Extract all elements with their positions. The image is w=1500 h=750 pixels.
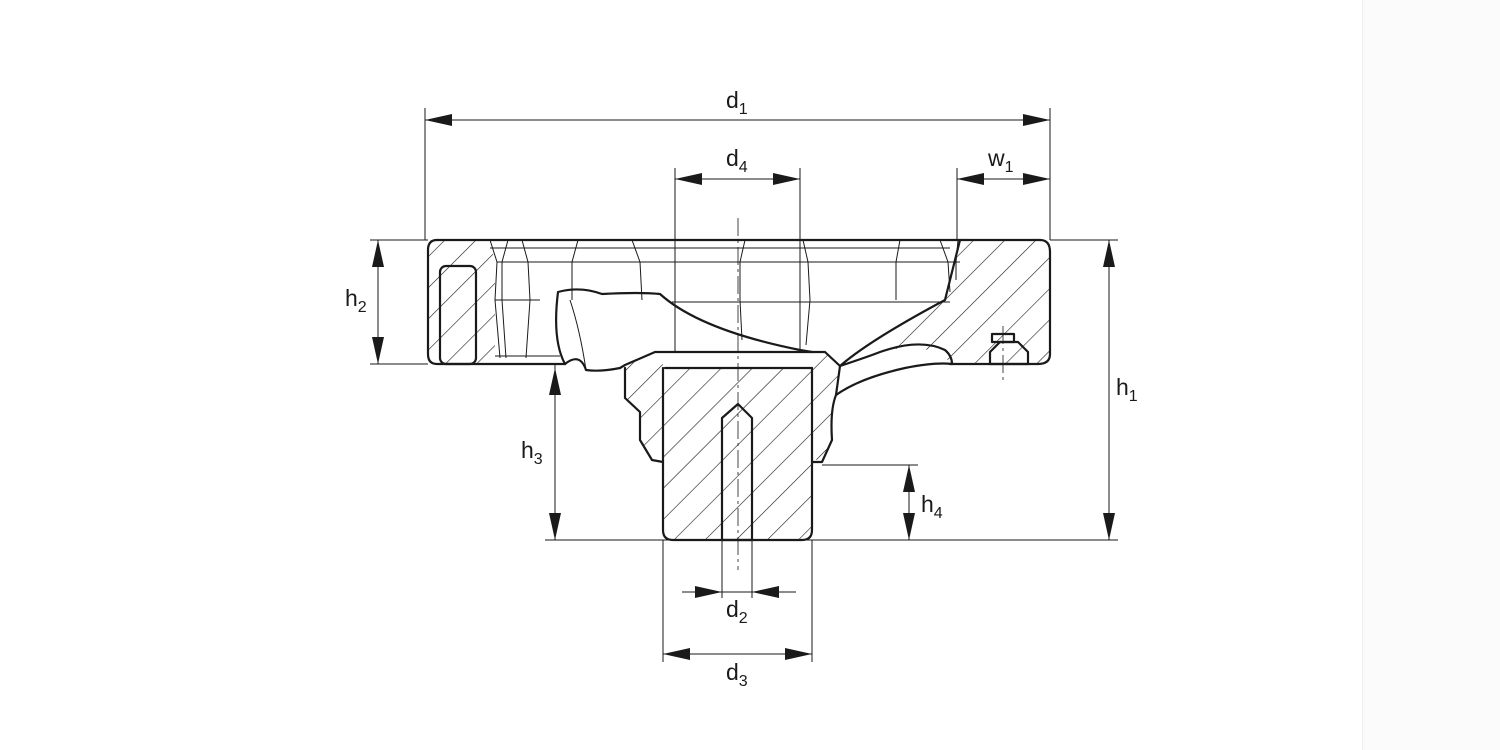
part-outline <box>426 238 1052 542</box>
section-hatching <box>428 240 1050 540</box>
label-d2: d2 <box>726 596 748 627</box>
label-w1: w1 <box>987 145 1014 176</box>
label-d3: d3 <box>726 659 748 690</box>
extension-lines <box>370 108 1118 662</box>
label-h2: h2 <box>345 285 367 316</box>
hub-left-wall-section <box>625 352 665 460</box>
left-rim-section <box>428 240 495 364</box>
label-h3: h3 <box>521 437 543 468</box>
label-h1: h1 <box>1116 374 1138 405</box>
hub-right-wall-section <box>812 352 840 462</box>
center-lines <box>737 218 1004 570</box>
dimension-labels: d1 d4 w1 h2 h1 h3 h4 d2 d3 <box>345 87 1138 690</box>
pin-bore <box>720 402 754 542</box>
dimension-lines <box>372 114 1115 660</box>
label-h4: h4 <box>921 491 943 522</box>
page-edge-strip <box>1362 0 1500 750</box>
hub-insert-section <box>663 368 812 540</box>
label-d1: d1 <box>726 87 748 118</box>
label-d4: d4 <box>726 145 748 176</box>
